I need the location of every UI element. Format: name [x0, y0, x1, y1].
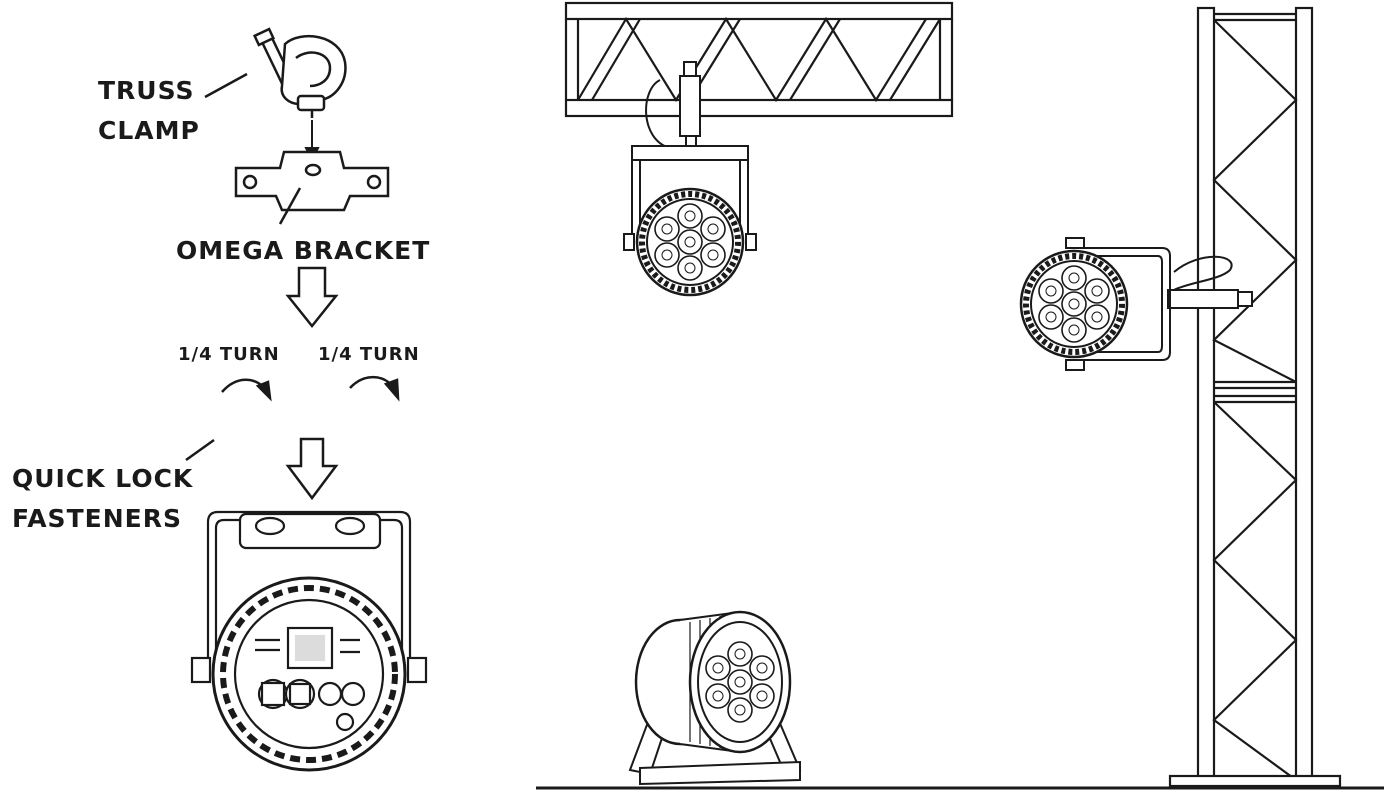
horizontal-truss: [564, 1, 954, 118]
quick-lock-label: QUICK LOCK: [12, 464, 194, 493]
quarter-turn-label: 1/4 TURN: [318, 344, 420, 365]
quick-lock-label: FASTENERS: [12, 504, 182, 533]
quarter-turn-label: 1/4 TURN: [178, 344, 280, 365]
truss-clamp-label: CLAMP: [98, 116, 200, 145]
truss-clamp-icon: [204, 27, 347, 118]
fixture-front-icon: [628, 610, 802, 786]
pointer-line: [185, 438, 215, 462]
fixture-rear-icon: [190, 510, 428, 772]
truss-clamp-label: TRUSS: [98, 76, 195, 105]
vertical-truss: [1168, 6, 1342, 788]
omega-bracket-label: OMEGA BRACKET: [176, 236, 431, 265]
omega-bracket-icon: [234, 150, 390, 225]
side-clamp: [1167, 255, 1253, 309]
down-arrow-icon: [285, 437, 339, 501]
down-arrow-icon: [285, 266, 339, 329]
fixture-front-icon: [1019, 237, 1171, 371]
fixture-front-icon: [623, 145, 757, 297]
curved-arrow-icon: [221, 378, 272, 402]
hanging-clamp: [645, 61, 701, 151]
curved-arrow-icon: [349, 375, 400, 402]
